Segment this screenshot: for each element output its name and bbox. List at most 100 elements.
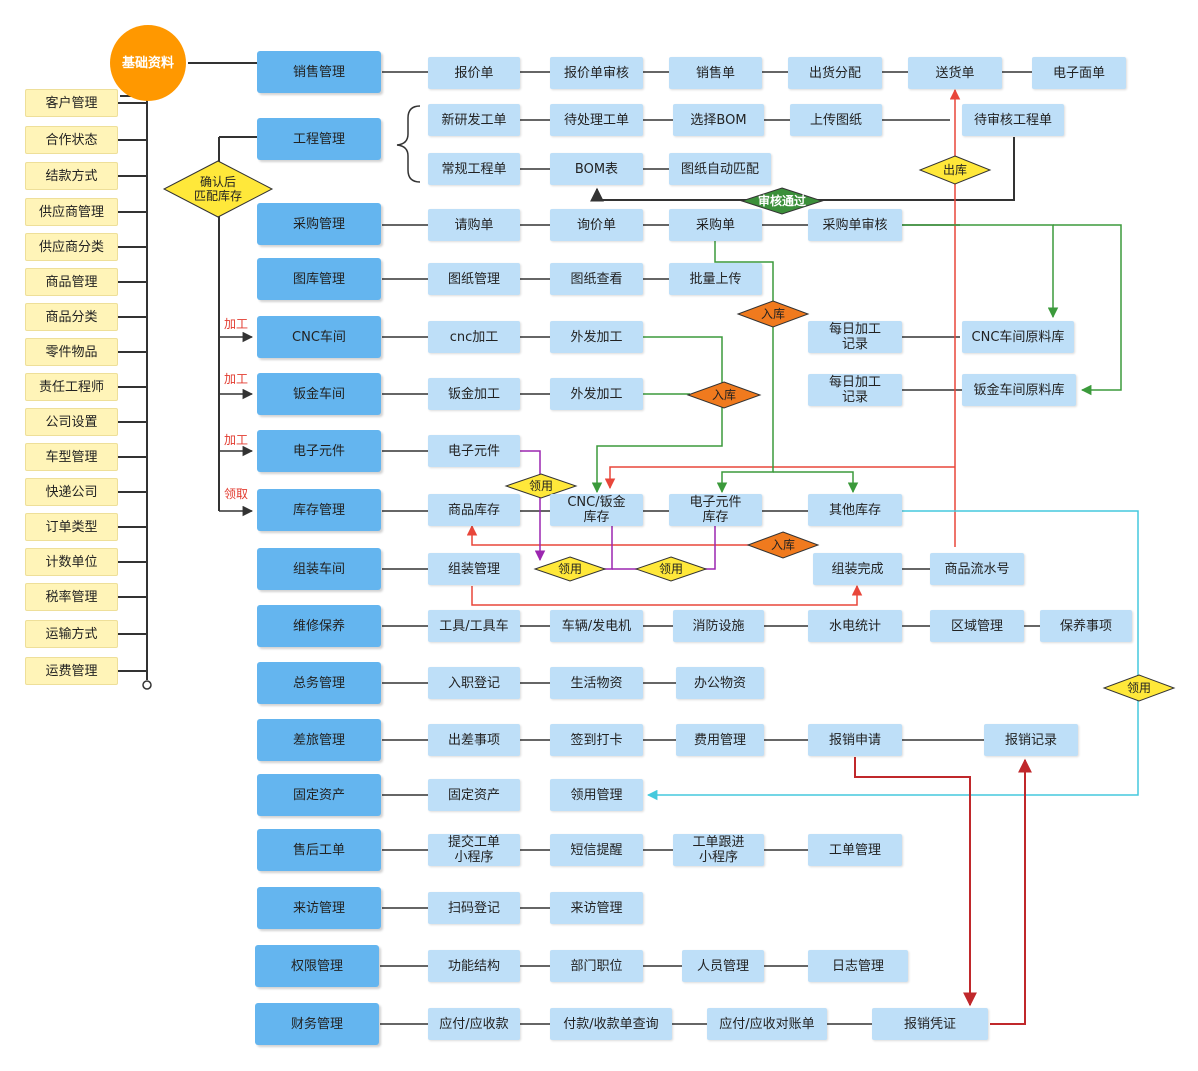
box-shipment-allocation[interactable]: 出货分配 (788, 57, 882, 89)
module-sheet-metal[interactable]: 钣金车间 (257, 373, 381, 415)
module-travel[interactable]: 差旅管理 (257, 719, 381, 761)
box-scan-register[interactable]: 扫码登记 (428, 892, 520, 924)
box-payment-query[interactable]: 付款/收款单查询 (550, 1008, 672, 1040)
module-engineering[interactable]: 工程管理 (257, 118, 381, 160)
box-claim-apply[interactable]: 报销申请 (808, 724, 902, 756)
box-order-tracking[interactable]: 工单跟进 小程序 (673, 834, 764, 866)
box-e-stock[interactable]: 电子元件 库存 (669, 494, 762, 526)
sidebar-item[interactable]: 运费管理 (25, 657, 118, 685)
box-upload-drawing[interactable]: 上传图纸 (790, 104, 882, 136)
box-claim-record[interactable]: 报销记录 (984, 724, 1078, 756)
box-daily-record-2[interactable]: 每日加工 记录 (808, 374, 902, 406)
sidebar-item[interactable]: 订单类型 (25, 513, 118, 541)
module-assembly[interactable]: 组装车间 (257, 548, 381, 590)
box-outsource-1[interactable]: 外发加工 (550, 321, 643, 353)
box-assembly-mgmt[interactable]: 组装管理 (428, 553, 520, 585)
box-po-review[interactable]: 采购单审核 (808, 209, 902, 241)
sidebar-item[interactable]: 商品分类 (25, 303, 118, 331)
sidebar-item[interactable]: 结款方式 (25, 162, 118, 190)
box-vehicle[interactable]: 车辆/发电机 (550, 610, 643, 642)
box-drawing-mgmt[interactable]: 图纸管理 (428, 263, 520, 295)
box-goods-stock[interactable]: 商品库存 (428, 494, 520, 526)
sidebar-item[interactable]: 税率管理 (25, 583, 118, 611)
sidebar-item[interactable]: 合作状态 (25, 126, 118, 154)
box-cnc-process[interactable]: cnc加工 (428, 321, 520, 353)
module-maintenance[interactable]: 维修保养 (257, 605, 381, 647)
sidebar-item[interactable]: 零件物品 (25, 338, 118, 366)
box-maint-items[interactable]: 保养事项 (1040, 610, 1132, 642)
sidebar-item[interactable]: 客户管理 (25, 89, 118, 117)
box-daily-record-1[interactable]: 每日加工 记录 (808, 321, 902, 353)
box-cnc-sheet-stock[interactable]: CNC/钣金 库存 (550, 494, 643, 526)
box-checkin[interactable]: 签到打卡 (550, 724, 643, 756)
module-purchase[interactable]: 采购管理 (257, 203, 381, 245)
module-drawing[interactable]: 图库管理 (257, 258, 381, 300)
box-drawing-view[interactable]: 图纸查看 (550, 263, 643, 295)
box-new-rd-order[interactable]: 新研发工单 (428, 104, 520, 136)
box-office-supplies[interactable]: 办公物资 (676, 667, 764, 699)
sidebar-item[interactable]: 责任工程师 (25, 373, 118, 401)
module-sales[interactable]: 销售管理 (257, 51, 381, 93)
box-inquiry[interactable]: 询价单 (550, 209, 643, 241)
sidebar-item[interactable]: 供应商分类 (25, 233, 118, 261)
box-sms-reminder[interactable]: 短信提醒 (550, 834, 643, 866)
box-select-bom[interactable]: 选择BOM (673, 104, 764, 136)
box-reconcile[interactable]: 应付/应收对账单 (707, 1008, 827, 1040)
sidebar-item[interactable]: 公司设置 (25, 408, 118, 436)
box-ap-ar[interactable]: 应付/应收款 (428, 1008, 520, 1040)
box-pending-order[interactable]: 待处理工单 (550, 104, 643, 136)
box-visit-mgmt[interactable]: 来访管理 (550, 892, 643, 924)
box-regular-order[interactable]: 常规工程单 (428, 153, 520, 185)
sidebar-item[interactable]: 供应商管理 (25, 198, 118, 226)
box-purchase-order[interactable]: 采购单 (669, 209, 762, 241)
module-general[interactable]: 总务管理 (257, 662, 381, 704)
box-batch-upload[interactable]: 批量上传 (669, 263, 762, 295)
box-use-mgmt[interactable]: 领用管理 (550, 779, 643, 811)
box-utility-stats[interactable]: 水电统计 (808, 610, 902, 642)
module-permission[interactable]: 权限管理 (255, 945, 379, 987)
box-outsource-2[interactable]: 外发加工 (550, 378, 643, 410)
sidebar-item[interactable]: 运输方式 (25, 620, 118, 648)
box-e-waybill[interactable]: 电子面单 (1032, 57, 1126, 89)
box-quote[interactable]: 报价单 (428, 57, 520, 89)
sidebar-item[interactable]: 商品管理 (25, 268, 118, 296)
box-trip[interactable]: 出差事项 (428, 724, 520, 756)
box-serial-number[interactable]: 商品流水号 (930, 553, 1024, 585)
box-pending-review-order[interactable]: 待审核工程单 (962, 104, 1064, 136)
box-quote-review[interactable]: 报价单审核 (550, 57, 643, 89)
box-dept-position[interactable]: 部门职位 (550, 950, 643, 982)
box-submit-order[interactable]: 提交工单 小程序 (428, 834, 520, 866)
box-bom-table[interactable]: BOM表 (550, 153, 643, 185)
box-area-mgmt[interactable]: 区域管理 (930, 610, 1024, 642)
sidebar-item[interactable]: 车型管理 (25, 443, 118, 471)
box-staff-mgmt[interactable]: 人员管理 (682, 950, 764, 982)
sidebar-item[interactable]: 计数单位 (25, 548, 118, 576)
box-sheet-raw-material[interactable]: 钣金车间原料库 (962, 374, 1076, 406)
box-sales-order[interactable]: 销售单 (669, 57, 762, 89)
module-finance[interactable]: 财务管理 (255, 1003, 379, 1045)
box-assembly-done[interactable]: 组装完成 (813, 553, 902, 585)
box-voucher[interactable]: 报销凭证 (872, 1008, 988, 1040)
box-onboarding[interactable]: 入职登记 (428, 667, 520, 699)
root-node[interactable]: 基础资料 (110, 25, 186, 101)
box-order-mgmt[interactable]: 工单管理 (808, 834, 902, 866)
box-requisition[interactable]: 请购单 (428, 209, 520, 241)
box-sheet-process[interactable]: 钣金加工 (428, 378, 520, 410)
box-auto-match[interactable]: 图纸自动匹配 (669, 153, 771, 185)
box-log-mgmt[interactable]: 日志管理 (808, 950, 908, 982)
box-e-component[interactable]: 电子元件 (428, 435, 520, 467)
module-inventory[interactable]: 库存管理 (257, 489, 381, 531)
box-func-structure[interactable]: 功能结构 (428, 950, 520, 982)
box-expense[interactable]: 费用管理 (676, 724, 764, 756)
box-tools[interactable]: 工具/工具车 (428, 610, 520, 642)
module-electronic[interactable]: 电子元件 (257, 430, 381, 472)
module-assets[interactable]: 固定资产 (257, 774, 381, 816)
module-cnc[interactable]: CNC车间 (257, 316, 381, 358)
box-cnc-raw-material[interactable]: CNC车间原料库 (962, 321, 1074, 353)
box-fixed-asset[interactable]: 固定资产 (428, 779, 520, 811)
box-living-supplies[interactable]: 生活物资 (550, 667, 643, 699)
module-aftersales[interactable]: 售后工单 (257, 829, 381, 871)
sidebar-item[interactable]: 快递公司 (25, 478, 118, 506)
box-delivery[interactable]: 送货单 (908, 57, 1002, 89)
module-visitor[interactable]: 来访管理 (257, 887, 381, 929)
